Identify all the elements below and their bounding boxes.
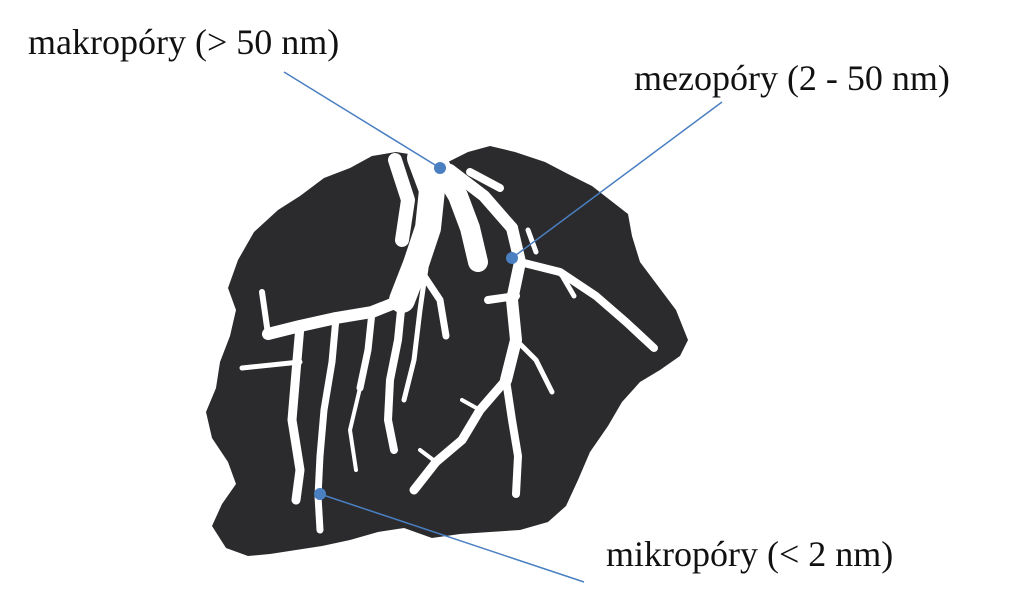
- macropore-branch: [430, 156, 488, 272]
- mesopore-branch: [513, 337, 555, 395]
- pore-branch: [401, 265, 429, 403]
- pore-branch: [259, 289, 271, 337]
- pore-branch: [356, 308, 376, 392]
- mesopore-branch: [460, 398, 482, 412]
- leader-line-macropores: [283, 71, 441, 169]
- macropore-branch: [466, 168, 504, 192]
- pore-branch: [314, 314, 340, 534]
- mesopore-branch: [418, 448, 438, 464]
- marker-micropores: [314, 488, 326, 500]
- pore-branch: [287, 321, 305, 505]
- leader-line-micropores: [319, 493, 585, 583]
- leader-line-mesopores: [511, 101, 723, 259]
- mesopore-branch: [557, 269, 577, 299]
- mesopore-branch: [502, 376, 522, 498]
- marker-macropores: [434, 162, 446, 174]
- macropore-branch: [444, 164, 518, 234]
- leader-lines: [283, 71, 723, 583]
- pore-markers: [314, 162, 518, 500]
- pore-branch: [239, 359, 303, 371]
- pore-branch: [348, 386, 362, 472]
- macropore-branch: [388, 153, 415, 247]
- mesopore-branch: [409, 375, 511, 495]
- label-mesopores: mezopóry (2 - 50 nm): [634, 58, 950, 98]
- macropore-trunk: [389, 145, 445, 313]
- mesopore-branch: [484, 292, 520, 304]
- marker-mesopores: [506, 252, 518, 264]
- carbon-particle: [206, 146, 688, 556]
- mesopore-branch: [525, 227, 539, 255]
- label-micropores: mikropóry (< 2 nm): [606, 534, 894, 574]
- mesopore-branch: [516, 258, 658, 352]
- label-macropores: makropóry (> 50 nm): [28, 22, 340, 62]
- pore-branch: [384, 296, 406, 454]
- pore-network: [239, 145, 658, 534]
